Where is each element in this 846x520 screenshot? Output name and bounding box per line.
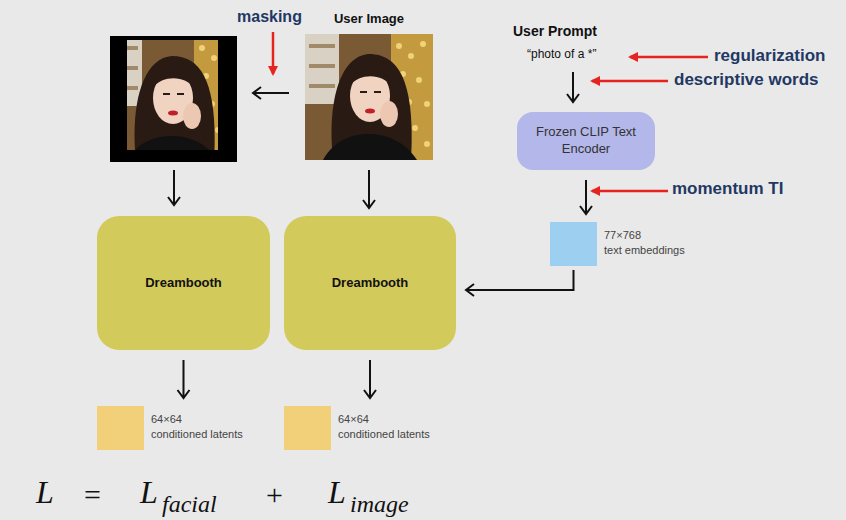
model-label: Dreambooth [332, 275, 409, 292]
callout-arrow [630, 56, 708, 59]
masked-photo [127, 40, 218, 150]
tensor-caption: 77×768text embeddings [604, 228, 685, 259]
prompt-heading: User Prompt [513, 24, 597, 39]
formula-operator: + [266, 478, 283, 511]
tensor-swatch [550, 222, 597, 266]
tensor-square: 64×64conditioned latents [284, 406, 444, 450]
encoder-box: Frozen CLIP Text Encoder [517, 112, 655, 170]
tensor-square: 64×64conditioned latents [97, 406, 257, 450]
flow-arrow [363, 170, 375, 208]
callout-arrow [592, 80, 668, 83]
image-node: User Image [305, 34, 433, 160]
callout-label: masking [237, 8, 302, 26]
encoder-label: Frozen CLIP Text Encoder [535, 124, 637, 158]
tensor-text: 77×768 [604, 228, 685, 243]
tensor-text: 64×64 [338, 412, 430, 427]
prompt-text: “photo of a *” [527, 48, 596, 61]
model-box: Dreambooth [284, 216, 456, 350]
formula-subscript: image [350, 491, 409, 517]
flow-arrow [580, 180, 592, 214]
formula-symbol: L [328, 475, 346, 510]
flow-arrow [168, 170, 180, 205]
model-box: Dreambooth [97, 216, 270, 350]
tensor-text: conditioned latents [338, 427, 430, 442]
mask-arrow [253, 87, 289, 99]
callout-arrow [592, 190, 668, 193]
callout-label: descriptive words [674, 71, 819, 90]
callout-label: momentum TI [672, 180, 783, 199]
tensor-text: conditioned latents [151, 427, 243, 442]
tensor-square: 77×768text embeddings [550, 222, 710, 266]
callout-label: regularization [714, 47, 825, 66]
flow-arrow [364, 360, 376, 398]
tensor-swatch [97, 406, 144, 450]
user-photo [305, 34, 433, 160]
formula-symbol: L [36, 475, 54, 510]
flow-arrow [178, 360, 190, 398]
image-caption: User Image [285, 11, 453, 26]
model-label: Dreambooth [145, 275, 222, 292]
tensor-caption: 64×64conditioned latents [338, 412, 430, 443]
callout-arrow [272, 32, 275, 74]
flow-arrow [466, 270, 574, 296]
formula-operator: = [84, 478, 101, 511]
tensor-swatch [284, 406, 331, 450]
tensor-text: 64×64 [151, 412, 243, 427]
tensor-caption: 64×64conditioned latents [151, 412, 243, 443]
formula-subscript: facial [162, 491, 217, 517]
tensor-text: text embeddings [604, 243, 685, 258]
formula-symbol: L [140, 475, 158, 510]
flow-arrow [567, 72, 579, 102]
